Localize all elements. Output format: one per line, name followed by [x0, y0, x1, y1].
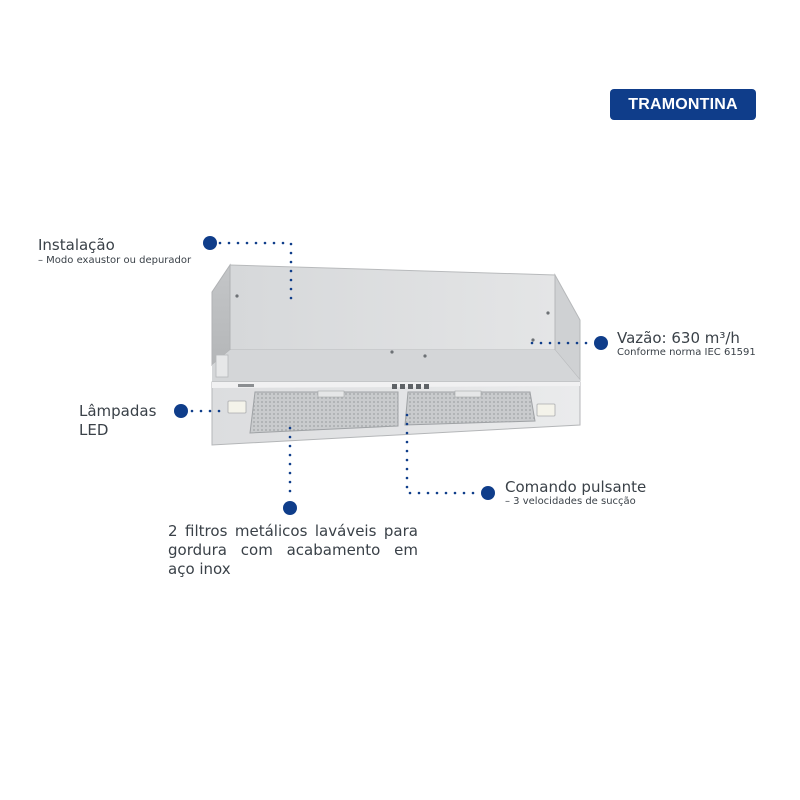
right-metal-filter — [404, 391, 536, 426]
callout-dot-vazao — [594, 336, 608, 350]
callout-dot-lampadas — [174, 404, 188, 418]
callout-dot-instalacao — [203, 236, 217, 250]
lampadas-line2: LED — [79, 421, 109, 439]
comando-subtitle: – 3 velocidades de sucção — [505, 496, 636, 507]
vazao-title: Vazão: 630 m³/h — [617, 329, 740, 347]
hood-body — [211, 263, 581, 382]
left-metal-filter — [249, 391, 399, 434]
led-lamp-left — [227, 400, 247, 414]
callout-dot-comando — [481, 486, 495, 500]
comando-title: Comando pulsante — [505, 478, 647, 496]
filtros-description: 2 filtros metálicos laváveis para gordur… — [168, 522, 418, 578]
instalacao-subtitle: – Modo exaustor ou depurador — [38, 255, 192, 266]
vazao-subtitle: Conforme norma IEC 61591 — [617, 347, 756, 358]
control-buttons — [392, 384, 429, 389]
instalacao-title: Instalação — [38, 236, 115, 254]
leader-line-comando — [405, 413, 480, 495]
leader-line-instalacao — [218, 241, 293, 307]
brand-logo: TRAMONTINA — [610, 89, 756, 120]
lampadas-line1: Lâmpadas — [79, 402, 157, 420]
callout-dot-filtros — [283, 501, 297, 515]
led-lamp-right — [536, 403, 556, 417]
hood-bottom-panel — [211, 381, 581, 446]
